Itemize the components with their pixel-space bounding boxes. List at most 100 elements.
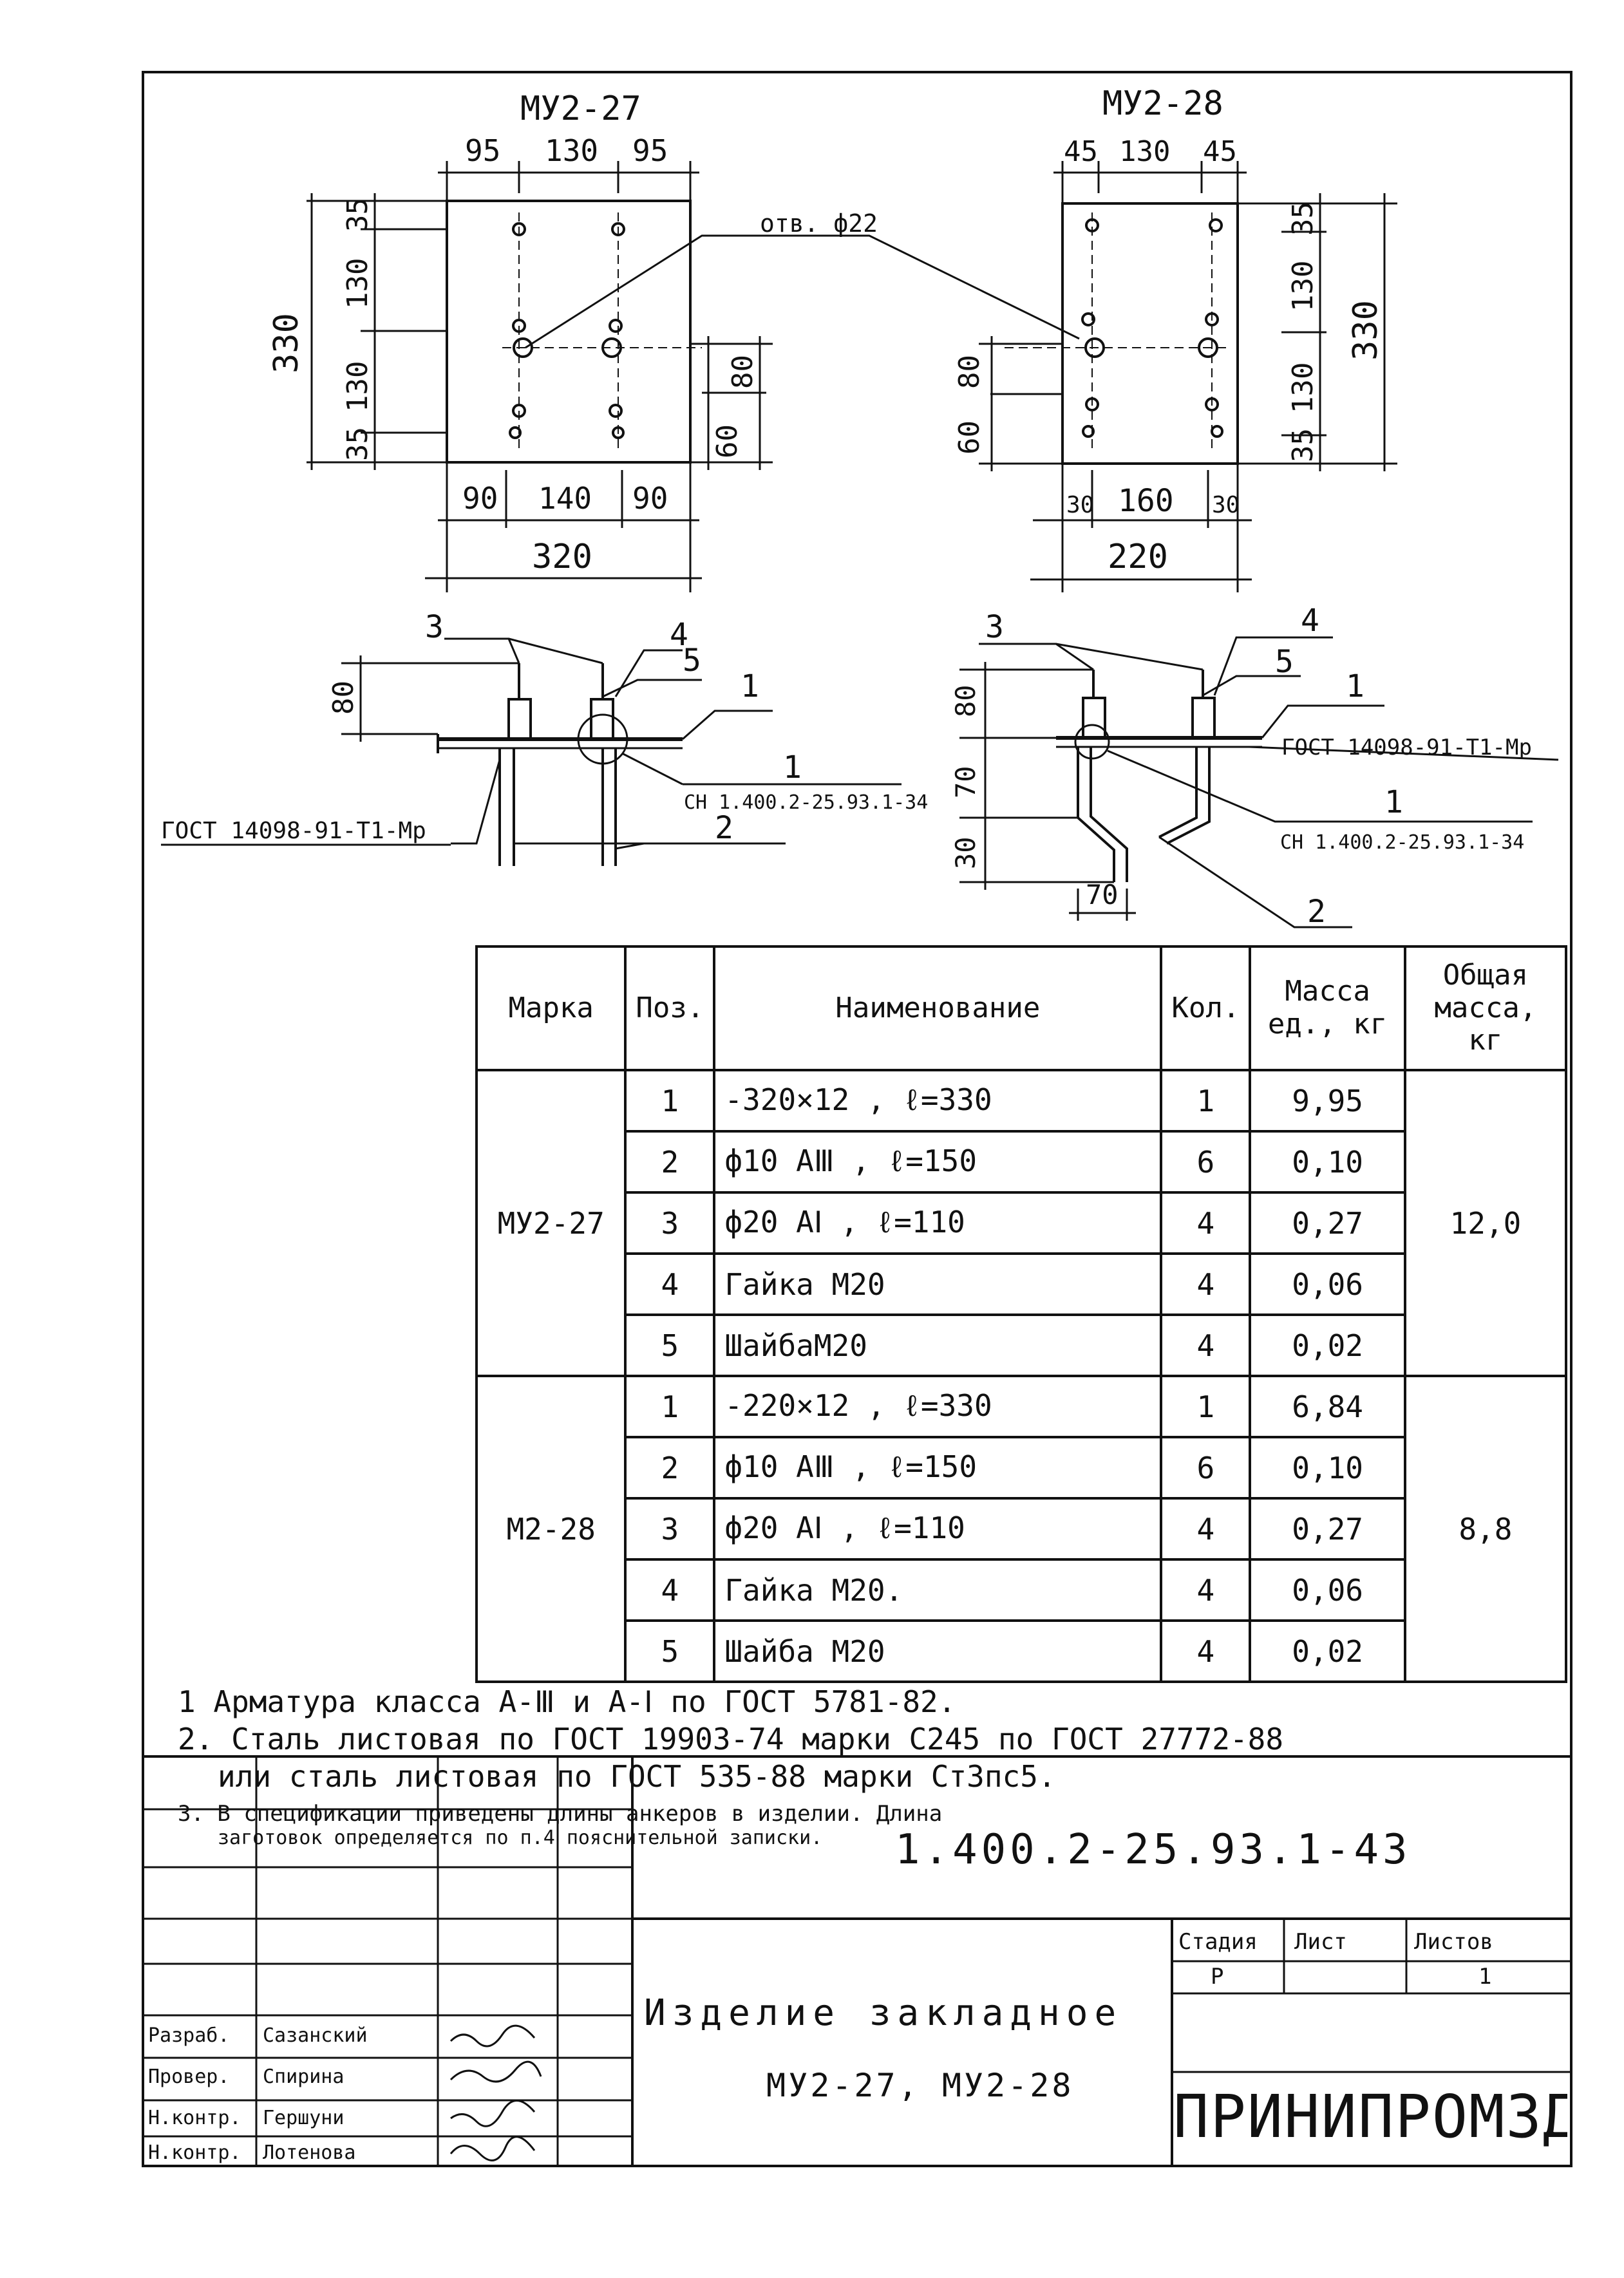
stage-header: Стадия bbox=[1178, 1929, 1258, 1955]
signer-role: Провер. bbox=[148, 2066, 230, 2088]
row-mass: 9,95 bbox=[1249, 1069, 1406, 1133]
left-mark: МУ2-27 bbox=[520, 89, 641, 128]
right-gost: ГОСТ 14098-91-Т1-Мр bbox=[1281, 735, 1532, 760]
document-code: 1.400.2-25.93.1-43 bbox=[895, 1826, 1412, 1874]
left-bottom-dim-2: 140 bbox=[538, 481, 592, 516]
left-plate bbox=[446, 200, 692, 464]
row-mass: 0,10 bbox=[1249, 1436, 1406, 1500]
row-pos: 2 bbox=[624, 1130, 716, 1194]
row-name: Гайка М20 bbox=[713, 1252, 1163, 1316]
row-mass: 0,02 bbox=[1249, 1619, 1406, 1683]
note-line: или сталь листовая по ГОСТ 535-88 марки … bbox=[218, 1759, 1056, 1794]
row-pos: 5 bbox=[624, 1313, 716, 1377]
stage-value: Р bbox=[1211, 1964, 1224, 1990]
table-row: МУ2-27 1 -320×12 , ℓ=330 1 9,95 12,0 bbox=[475, 1069, 1568, 1377]
right-sec-dim-3: 30 bbox=[950, 836, 981, 869]
row-name: ф20 АⅠ , ℓ=110 bbox=[713, 1497, 1163, 1561]
row-pos: 3 bbox=[624, 1191, 716, 1255]
row-mass: 0,02 bbox=[1249, 1313, 1406, 1377]
row-name: ф10 АⅢ , ℓ=150 bbox=[713, 1436, 1163, 1500]
right-right-dim-4: 35 bbox=[1287, 428, 1319, 462]
specification-table: Марка Поз. Наименование Кол. Масса ед., … bbox=[475, 945, 1568, 1683]
note-line: заготовок определяется по п.4 пояснитель… bbox=[218, 1827, 823, 1849]
table-row: 3 ф20 АⅠ , ℓ=110 4 0,27 bbox=[477, 1191, 1566, 1255]
row-mass: 0,06 bbox=[1249, 1558, 1406, 1622]
left-right-dim-2: 60 bbox=[711, 424, 744, 458]
left-height: 330 bbox=[267, 313, 306, 373]
row-pos: 4 bbox=[624, 1252, 716, 1316]
sheet-header: Лист bbox=[1294, 1929, 1347, 1955]
right-top-dim-1: 45 bbox=[1064, 135, 1098, 168]
right-mark: МУ2-28 bbox=[1102, 84, 1223, 123]
right-sec-item-1b: 1 bbox=[1384, 784, 1403, 820]
left-right-dim-1: 80 bbox=[726, 355, 759, 389]
table-row: 3 ф20 АⅠ , ℓ=110 4 0,27 bbox=[477, 1497, 1566, 1561]
signer-role: Н.контр. bbox=[148, 2142, 241, 2164]
row-pos: 5 bbox=[624, 1619, 716, 1683]
right-sec-item-3: 3 bbox=[985, 609, 1004, 645]
sheets-value: 1 bbox=[1478, 1964, 1492, 1990]
right-sec-item-4: 4 bbox=[1301, 603, 1319, 639]
right-right-dim-3: 130 bbox=[1287, 362, 1319, 413]
right-plate bbox=[1061, 202, 1239, 465]
table-row: 2 ф10 АⅢ , ℓ=150 6 0,10 bbox=[477, 1436, 1566, 1500]
row-mass: 6,84 bbox=[1249, 1375, 1406, 1438]
row-name: -320×12 , ℓ=330 bbox=[713, 1069, 1163, 1133]
left-sec-item-3: 3 bbox=[425, 609, 444, 645]
plan-mu2-27: МУ2-27 95 130 95 330 35 130 130 35 80 60 bbox=[267, 89, 1080, 592]
table-row: 5 Шайба М20 4 0,02 bbox=[477, 1619, 1566, 1683]
right-side-dim-2: 60 bbox=[953, 420, 986, 455]
group-total: 12,0 bbox=[1403, 1069, 1568, 1377]
signer-role: Н.контр. bbox=[148, 2107, 241, 2129]
row-name: Шайба М20 bbox=[713, 1619, 1163, 1683]
left-side-dim-1: 35 bbox=[341, 198, 374, 232]
row-pos: 2 bbox=[624, 1436, 716, 1500]
row-name: ф20 АⅠ , ℓ=110 bbox=[713, 1191, 1163, 1255]
row-name: Гайка М20. bbox=[713, 1558, 1163, 1622]
row-qty: 4 bbox=[1160, 1191, 1252, 1255]
right-sec-dim-2: 70 bbox=[950, 766, 981, 798]
group-mark: М2-28 bbox=[475, 1375, 627, 1683]
document-title: Изделие закладное bbox=[644, 1992, 1123, 2034]
sheets-header: Листов bbox=[1414, 1929, 1493, 1955]
signer-name: Лотенова bbox=[263, 2142, 356, 2164]
row-pos: 3 bbox=[624, 1497, 716, 1561]
table-row: 5 ШайбаМ20 4 0,02 bbox=[477, 1313, 1566, 1377]
row-qty: 4 bbox=[1160, 1619, 1252, 1683]
table-row: М2-28 1 -220×12 , ℓ=330 1 6,84 8,8 bbox=[475, 1375, 1568, 1683]
left-sec-ref: СН 1.400.2-25.93.1-34 bbox=[684, 791, 928, 814]
section-mu2-27: 80 3 4 5 1 1 СН 1.400.2-25.93.1-34 2 ГОС… bbox=[161, 609, 928, 866]
left-holes bbox=[502, 212, 702, 451]
group-mark: МУ2-27 bbox=[475, 1069, 627, 1377]
row-mass: 0,27 bbox=[1249, 1497, 1406, 1561]
header-unit-mass: Масса ед., кг bbox=[1249, 945, 1406, 1071]
signer-name: Гершуни bbox=[263, 2107, 345, 2129]
row-qty: 1 bbox=[1160, 1375, 1252, 1438]
right-sec-item-1a: 1 bbox=[1346, 668, 1364, 704]
group-total: 8,8 bbox=[1403, 1375, 1568, 1683]
right-height: 330 bbox=[1346, 300, 1385, 361]
left-sec-item-4: 4 bbox=[670, 617, 688, 653]
left-width: 320 bbox=[532, 538, 592, 576]
row-mass: 0,10 bbox=[1249, 1130, 1406, 1194]
right-bottom-dim-1: 30 bbox=[1066, 492, 1094, 518]
row-qty: 1 bbox=[1160, 1069, 1252, 1133]
signer-role: Разраб. bbox=[148, 2024, 230, 2047]
left-top-dim-3: 95 bbox=[632, 133, 668, 168]
left-sec-item-2: 2 bbox=[715, 810, 733, 846]
row-name: ф10 АⅢ , ℓ=150 bbox=[713, 1130, 1163, 1194]
right-sec-ref: СН 1.400.2-25.93.1-34 bbox=[1280, 831, 1524, 854]
right-sec-dim-4: 70 bbox=[1086, 879, 1119, 910]
note-line: 1 Арматура класса А-Ⅲ и А-Ⅰ по ГОСТ 5781… bbox=[178, 1684, 956, 1719]
left-bottom-dim-1: 90 bbox=[462, 481, 498, 516]
left-sec-dim: 80 bbox=[327, 681, 360, 715]
right-bottom-dim-2: 160 bbox=[1118, 483, 1174, 519]
left-side-dim-4: 35 bbox=[341, 427, 374, 461]
signer-name: Сазанский bbox=[263, 2024, 368, 2047]
note-line: 3. В спецификации приведены длины анкеро… bbox=[178, 1801, 943, 1827]
left-sec-item-1b: 1 bbox=[783, 749, 802, 786]
row-qty: 4 bbox=[1160, 1313, 1252, 1377]
row-pos: 4 bbox=[624, 1558, 716, 1622]
company-logo-text: ПРИНИПРОМЗДАНИЙ bbox=[1173, 2082, 1567, 2151]
